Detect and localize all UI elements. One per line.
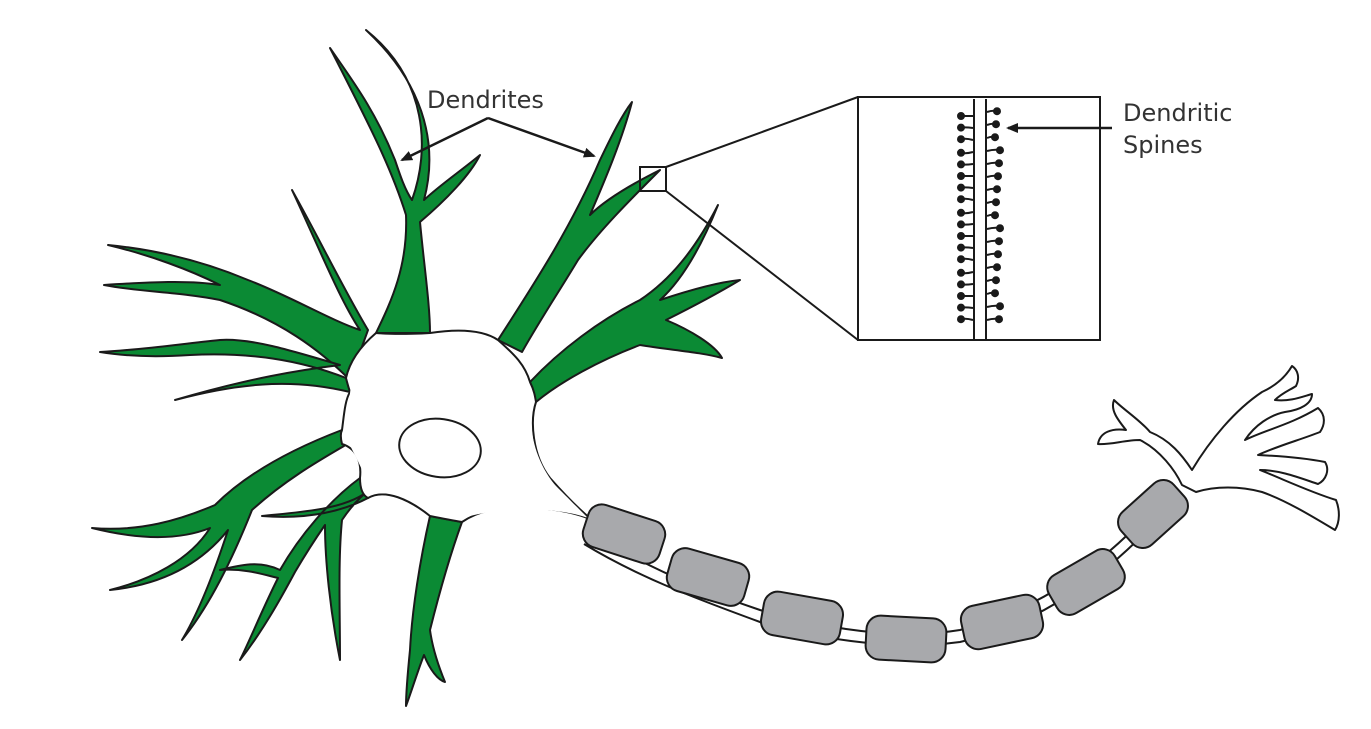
dendrite-bottom [405, 515, 463, 707]
spine-head [957, 135, 965, 144]
dendrite-right-upper [497, 101, 661, 353]
myelin-sheaths [581, 479, 1189, 664]
spine-head [957, 160, 965, 169]
axon-terminals [1097, 365, 1340, 531]
spines-inset [857, 96, 1101, 341]
spine-head [957, 280, 965, 289]
spine-head [991, 289, 999, 298]
spine-head [991, 133, 999, 142]
dendrite-left-lower [91, 429, 345, 641]
spine-head [992, 120, 1000, 129]
spine-head [957, 183, 965, 192]
dendrite-bottom-left [219, 477, 373, 661]
myelin-segment [665, 547, 751, 607]
myelin-segment [1117, 479, 1189, 549]
spine-head [957, 123, 965, 132]
spine-head [957, 292, 965, 300]
spine-head [996, 146, 1004, 155]
spine-head [993, 107, 1001, 116]
dendritic-spines-label-line2: Spines [1123, 131, 1203, 159]
spine-head [996, 302, 1004, 311]
zoom-connector-bottom [665, 190, 859, 341]
spine-head [995, 237, 1003, 246]
dendritic-spines-label: Dendritic Spines [1123, 97, 1233, 161]
myelin-segment [1046, 548, 1126, 616]
dendrites-arrow-right [487, 116, 596, 158]
spine-head [957, 112, 965, 120]
label-arrows [400, 116, 1112, 162]
zoom-source-box [639, 166, 667, 192]
spine-head [995, 159, 1003, 168]
spine-head [957, 255, 965, 264]
myelin-segment [760, 590, 844, 646]
spine-head [957, 232, 965, 240]
spine-head [994, 250, 1002, 259]
dendrite-top [329, 29, 481, 334]
spine-head [957, 172, 965, 180]
dendrite-left-middle [99, 338, 351, 401]
spine-head [957, 315, 965, 324]
myelin-segment [959, 593, 1045, 651]
dendrites-label: Dendrites [427, 86, 544, 114]
spine-head [993, 263, 1001, 272]
spine-head [995, 315, 1003, 324]
spine-head [996, 224, 1004, 233]
spine-head [992, 276, 1000, 285]
spine-head [993, 185, 1001, 194]
spine-head [957, 208, 965, 217]
spine-head [957, 220, 965, 229]
dendritic-spines-label-line1: Dendritic [1123, 99, 1233, 127]
myelin-segment [581, 503, 667, 565]
spine-head [957, 303, 965, 312]
dendrites [91, 29, 741, 707]
dendrite-left-upper [103, 189, 369, 381]
dendrite-right-lower [529, 204, 741, 403]
spine-head [957, 195, 965, 204]
spine-head [957, 148, 965, 157]
spines-left [957, 112, 974, 324]
nucleus [398, 417, 482, 479]
spine-head [991, 211, 999, 220]
spine-head [992, 198, 1000, 207]
myelin-segment [864, 614, 948, 664]
spine-head [994, 172, 1002, 181]
spines-right [986, 107, 1004, 324]
zoom-connector-top [665, 96, 859, 168]
spine-head [957, 268, 965, 277]
spine-head [957, 243, 965, 252]
dendrites-arrow-left [400, 116, 489, 162]
